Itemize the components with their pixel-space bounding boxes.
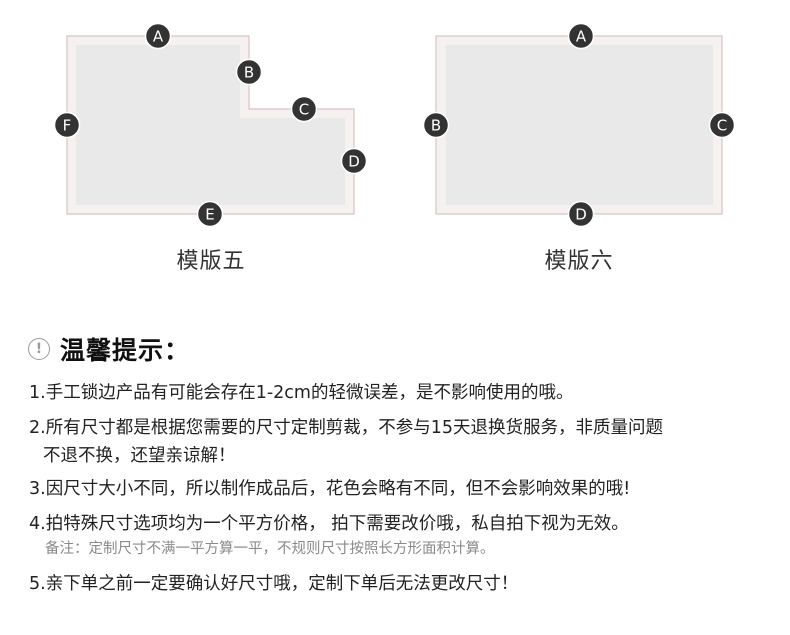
svg-text:C: C <box>299 101 309 119</box>
tip-text-continued: 不退不换，还望亲谅解！ <box>43 446 236 466</box>
template-5-caption: 模版五 <box>176 249 246 274</box>
svg-text:A: A <box>576 28 587 46</box>
tip-text: 4.拍特殊尺寸选项均为一个平方价格， 拍下需要改价哦，私自拍下视为无效。 <box>29 514 629 534</box>
template-5-marker-b: B <box>235 58 263 86</box>
template-5-marker-e: E <box>196 200 224 228</box>
tip-text: 5.亲下单之前一定要确认好尺寸哦，定制下单后无法更改尺寸！ <box>29 574 519 594</box>
svg-text:F: F <box>63 117 72 135</box>
svg-text:D: D <box>348 153 360 171</box>
template-5-markers: A B C D E F <box>53 22 368 228</box>
template-5-shape <box>66 35 355 215</box>
template-5-fill <box>76 45 345 205</box>
tip-text: 3.因尺寸大小不同，所以制作成品后，花色会略有不同，但不会影响效果的哦! <box>29 479 631 499</box>
tip-text: 2.所有尺寸都是根据您需要的尺寸定制剪裁，不参与15天退换货服务，非质量问题 <box>29 418 663 438</box>
template-6-marker-b: B <box>422 111 450 139</box>
svg-text:C: C <box>717 117 727 135</box>
tip-item-1: 1.手工锁边产品有可能会存在1-2cm的轻微误差，是不影响使用的哦。 <box>29 379 769 407</box>
tip-item-5: 5.亲下单之前一定要确认好尺寸哦，定制下单后无法更改尺寸！ <box>29 570 769 598</box>
template-6-marker-a: A <box>567 22 595 50</box>
template-6-markers: A B C D <box>422 22 736 228</box>
tips-header: ! 温馨提示： <box>28 333 190 365</box>
svg-text:B: B <box>244 64 254 82</box>
info-circle-icon: ! <box>28 338 50 360</box>
tip-item-4: 4.拍特殊尺寸选项均为一个平方价格， 拍下需要改价哦，私自拍下视为无效。 <box>29 510 769 538</box>
template-6-marker-c: C <box>708 111 736 139</box>
template-5-marker-f: F <box>53 111 81 139</box>
svg-text:D: D <box>575 206 587 224</box>
tip-note: 备注：定制尺寸不满一平方算一平，不规则尺寸按照长方形面积计算。 <box>45 541 495 557</box>
template-5-marker-c: C <box>290 95 318 123</box>
tip-text: 1.手工锁边产品有可能会存在1-2cm的轻微误差，是不影响使用的哦。 <box>29 383 574 403</box>
tip-item-2: 2.所有尺寸都是根据您需要的尺寸定制剪裁，不参与15天退换货服务，非质量问题 不… <box>29 414 769 470</box>
template-diagrams: A B C D E F A B C D <box>53 22 736 228</box>
svg-text:B: B <box>431 117 441 135</box>
svg-text:E: E <box>205 206 214 224</box>
template-6-caption: 模版六 <box>544 249 614 274</box>
svg-text:A: A <box>153 28 164 46</box>
tips-title: 温馨提示： <box>60 336 191 365</box>
template-6-shape <box>435 35 723 215</box>
template-6-fill <box>446 45 713 205</box>
tip-item-3: 3.因尺寸大小不同，所以制作成品后，花色会略有不同，但不会影响效果的哦! <box>29 475 769 503</box>
template-5-marker-d: D <box>340 147 368 175</box>
template-5-marker-a: A <box>144 22 172 50</box>
template-6-marker-d: D <box>567 200 595 228</box>
